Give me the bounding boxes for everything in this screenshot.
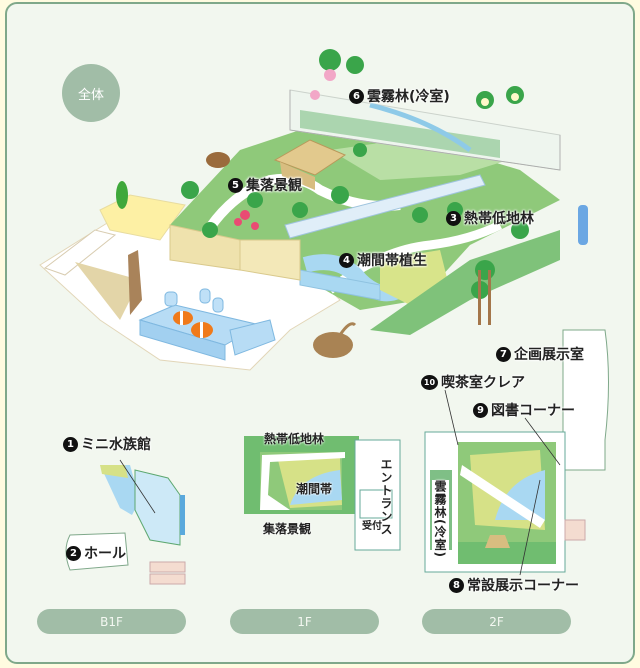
tab-floor-2f[interactable]: 2F — [422, 609, 571, 634]
floor1-label-village: 集落景観 — [263, 522, 312, 536]
area-label-cloud-forest[interactable]: 6 雲霧林(冷室) — [349, 86, 450, 106]
area-name: 潮間帯植生 — [357, 253, 427, 269]
area-name: 雲霧林(冷室) — [367, 89, 450, 105]
floor1-label-reception: 受付 — [362, 521, 382, 532]
overview-badge[interactable]: 全体 — [62, 64, 120, 122]
area-number: 9 — [473, 402, 488, 418]
area-name: 熱帯低地林 — [464, 211, 534, 227]
area-number: 6 — [349, 88, 364, 104]
area-name: ミニ水族館 — [81, 437, 151, 453]
area-name: 図書コーナー — [491, 403, 575, 419]
area-label-hall[interactable]: 2 ホール — [66, 543, 126, 563]
area-label-mini-aquarium[interactable]: 1 ミニ水族館 — [63, 434, 151, 454]
area-number: 5 — [228, 177, 243, 193]
tab-floor-1f[interactable]: 1F — [230, 609, 379, 634]
area-label-exhibition-room[interactable]: 7 企画展示室 — [496, 344, 584, 364]
area-number: 3 — [446, 210, 461, 226]
floor1-label-intertidal: 潮間帯 — [296, 482, 333, 496]
area-label-tropical-lowland[interactable]: 3 熱帯低地林 — [446, 208, 534, 228]
floor2-label-cloud-forest: 雲霧林(冷室) — [432, 480, 449, 558]
tab-floor-b1f[interactable]: B1F — [37, 609, 186, 634]
floor1-label-lowland: 熱帯低地林 — [264, 432, 325, 446]
area-number: 1 — [63, 436, 78, 452]
area-number: 10 — [421, 374, 438, 390]
area-number: 8 — [449, 577, 464, 593]
area-name: 喫茶室クレア — [441, 375, 525, 391]
area-number: 4 — [339, 252, 354, 268]
area-label-village[interactable]: 5 集落景観 — [228, 175, 302, 195]
area-number: 7 — [496, 346, 511, 362]
area-label-permanent-exhibit[interactable]: 8 常設展示コーナー — [449, 575, 579, 595]
area-number: 2 — [66, 545, 81, 561]
area-name: 常設展示コーナー — [467, 578, 579, 594]
area-name: ホール — [84, 546, 126, 562]
area-name: 企画展示室 — [514, 347, 584, 363]
floor1-label-entrance: エントランス — [379, 458, 393, 536]
area-label-intertidal[interactable]: 4 潮間帯植生 — [339, 250, 427, 270]
area-label-library[interactable]: 9 図書コーナー — [473, 400, 575, 420]
area-name: 集落景観 — [246, 178, 302, 194]
area-label-cafe[interactable]: 10 喫茶室クレア — [421, 372, 525, 392]
